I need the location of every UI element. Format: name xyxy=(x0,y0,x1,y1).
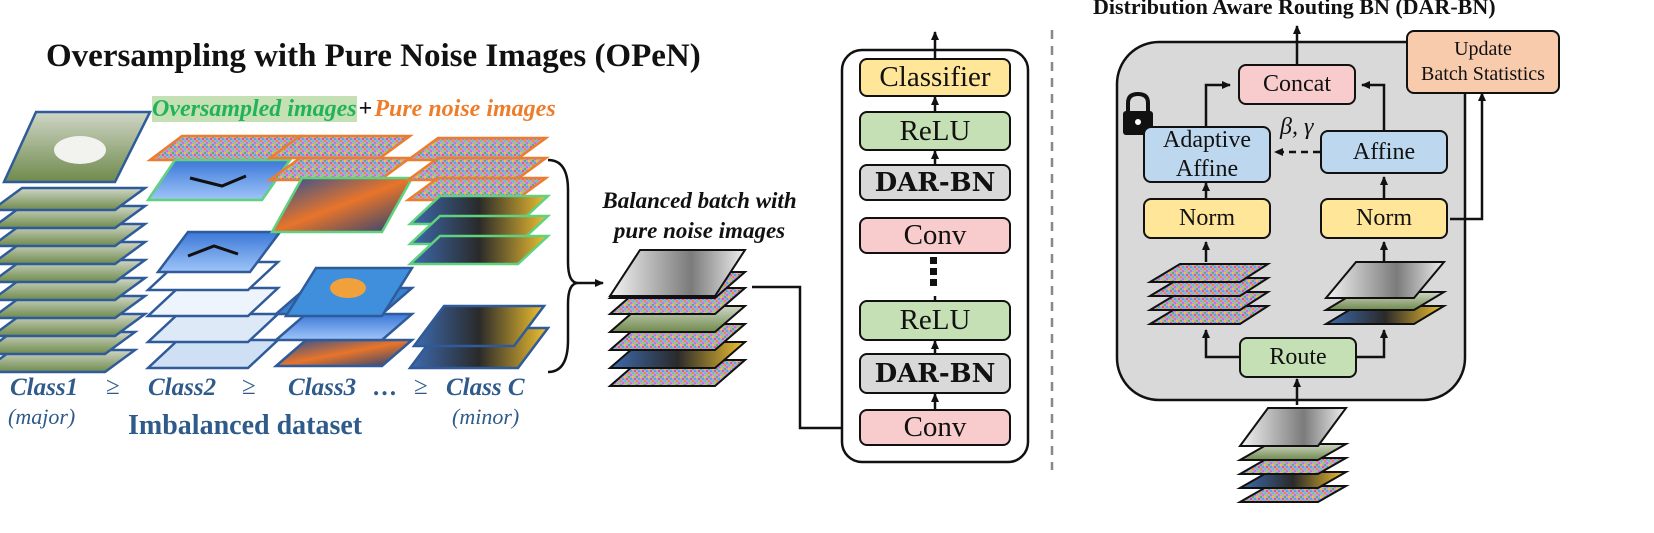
update-batch-statistics-block: Update Batch Statistics xyxy=(1406,30,1560,94)
classC-image-stack xyxy=(404,136,552,370)
class3-image-stack xyxy=(266,134,416,368)
batch-composition-legend: Oversampled images+Pure noise images xyxy=(152,96,556,123)
dar-bn-title: Distribution Aware Routing BN (DAR-BN) xyxy=(1093,0,1496,19)
class2-image-stack xyxy=(144,134,304,370)
oversampled-label: Oversampled images xyxy=(152,96,357,122)
openn-title: Oversampling with Pure Noise Images (OPe… xyxy=(46,38,701,74)
adaptive-line2: Affine xyxy=(1175,155,1239,182)
classC-note: (minor) xyxy=(452,404,520,429)
class1-label: Class1 xyxy=(10,374,79,401)
class2-label: Class2 xyxy=(148,374,217,401)
route-block: Route xyxy=(1239,337,1357,378)
norm-block-left: Norm xyxy=(1143,198,1271,239)
norm-block-right: Norm xyxy=(1320,198,1448,239)
balanced-batch-stack xyxy=(607,249,748,387)
relu-block-bottom: ReLU xyxy=(859,300,1011,341)
ellipsis: … xyxy=(372,374,397,401)
dar-bn-block-bottom: DAR-BN xyxy=(859,353,1011,394)
update-line2: Batch Statistics xyxy=(1421,63,1545,85)
affine-block: Affine xyxy=(1320,130,1448,174)
conv-block-top: Conv xyxy=(859,217,1011,254)
relu-block-top: ReLU xyxy=(859,111,1011,151)
balanced-batch-label: Balanced batch with pure noise images xyxy=(572,186,827,246)
geq-1: ≥ xyxy=(106,373,120,400)
class3-label: Class3 xyxy=(288,374,357,401)
balanced-batch-line2: pure noise images xyxy=(613,218,786,243)
mixed-input-stack xyxy=(1236,407,1350,503)
plus-sign: + xyxy=(358,96,373,122)
noise-input-stack xyxy=(1146,263,1272,325)
classC-label: Class C xyxy=(446,374,525,401)
class1-note: (major) xyxy=(8,404,76,429)
noise-label: Pure noise images xyxy=(374,96,556,122)
concat-block: Concat xyxy=(1238,64,1356,105)
adaptive-affine-block: Adaptive Affine xyxy=(1143,126,1271,183)
classifier-block: Classifier xyxy=(859,58,1011,97)
update-line1: Update xyxy=(1454,38,1512,60)
adaptive-line1: Adaptive xyxy=(1163,126,1251,153)
dar-bn-block-top: DAR-BN xyxy=(859,164,1011,201)
natural-input-stack xyxy=(1322,261,1448,325)
layer-ellipsis-dots xyxy=(930,257,938,290)
geq-3: ≥ xyxy=(414,373,428,400)
imbalanced-dataset-label: Imbalanced dataset xyxy=(128,410,363,441)
class1-image-stack xyxy=(0,110,153,374)
beta-gamma-label: β, γ xyxy=(1280,114,1314,140)
conv-block-bottom: Conv xyxy=(859,409,1011,446)
balanced-batch-line1: Balanced batch with xyxy=(602,188,797,213)
geq-2: ≥ xyxy=(242,373,256,400)
